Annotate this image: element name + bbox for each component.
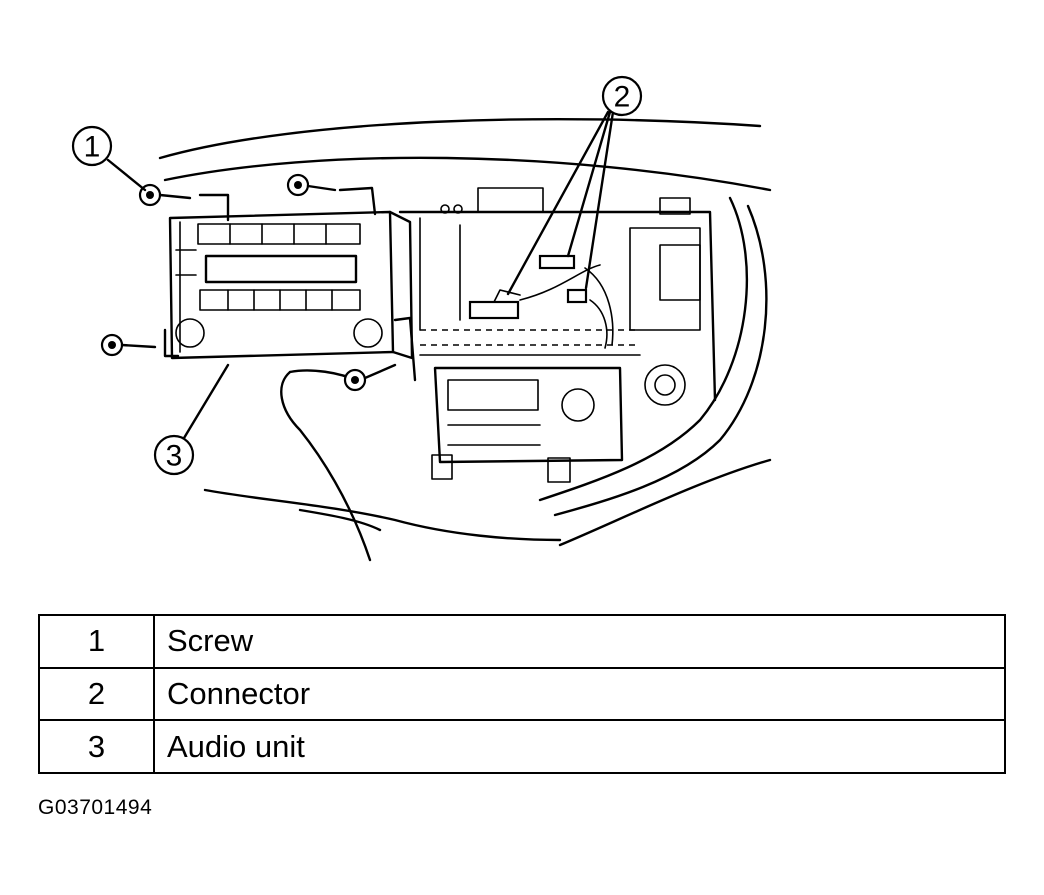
legend-description: Audio unit (153, 719, 1006, 774)
callout-1-number: 1 (84, 131, 101, 164)
callout-1: 1 (71, 125, 113, 167)
connectors (468, 254, 614, 349)
callout-2-leaders (506, 110, 615, 296)
legend-description: Connector (153, 666, 1006, 722)
screw-top-middle (286, 173, 337, 197)
audio-unit-removal-illustration: 1 2 3 (71, 75, 772, 562)
inner-audio-unit (431, 364, 686, 483)
screw-center (343, 363, 397, 392)
dashboard-outline (158, 117, 772, 547)
figure-id: G03701494 (38, 796, 153, 819)
screw-top-left (138, 183, 192, 207)
legend-table: 1 Screw 2 Connector 3 Audio unit (38, 614, 1006, 774)
legend-row: 2 Connector (38, 666, 1006, 722)
screw-left (100, 333, 157, 357)
legend-number: 3 (38, 719, 155, 774)
mounting-cavity (398, 187, 717, 402)
console-curve (280, 369, 372, 562)
legend-description: Screw (153, 614, 1006, 669)
callout-3-number: 3 (166, 440, 183, 473)
legend-row: 1 Screw (38, 614, 1006, 669)
legend-number: 2 (38, 666, 155, 722)
callout-2-number: 2 (614, 81, 631, 114)
legend-row: 3 Audio unit (38, 719, 1006, 774)
callout-2: 2 (601, 75, 643, 117)
legend-number: 1 (38, 614, 155, 669)
audio-unit-front (163, 186, 417, 382)
callout-leaders (106, 158, 230, 450)
callout-3: 3 (153, 434, 195, 476)
